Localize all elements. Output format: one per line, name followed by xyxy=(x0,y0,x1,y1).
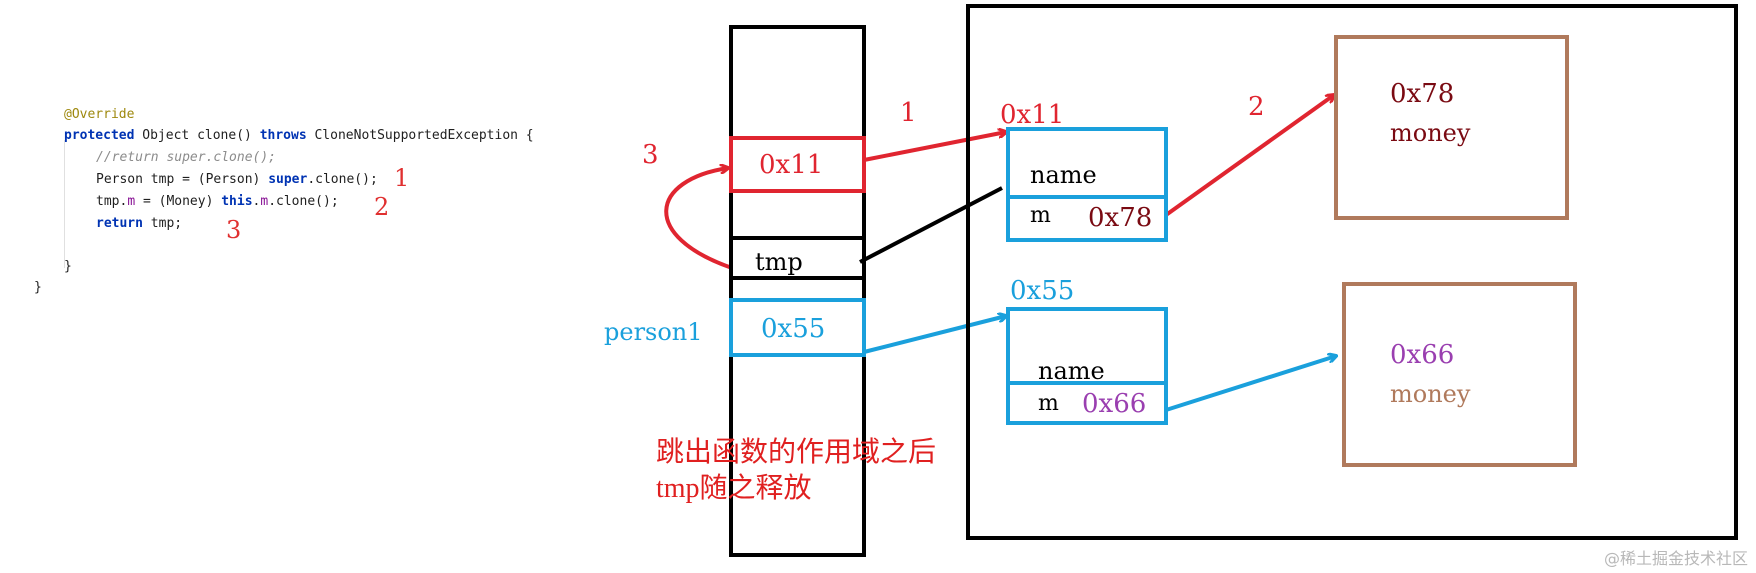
obj-tmp-field-name: name xyxy=(1030,161,1097,189)
code-text: tmp; xyxy=(142,216,183,231)
kw-throws: throws xyxy=(259,128,307,143)
stack-slot-person1: 0x55 xyxy=(729,298,866,357)
obj-tmp-field-m: m xyxy=(1030,203,1051,228)
arrow-1-stack-to-obj-tmp xyxy=(863,132,1006,162)
code-text: . xyxy=(252,194,261,209)
obj-tmp-address: 0x11 xyxy=(1000,100,1065,130)
obj-tmp-m-value: 0x78 xyxy=(1088,203,1153,233)
arrow-3-tmp-to-slot xyxy=(664,168,733,270)
line-tmp-to-obj xyxy=(859,186,1003,264)
stack-slot-tmp-name: tmp xyxy=(755,248,803,276)
arrow-label-1: 1 xyxy=(900,98,917,128)
code-signature: protected Object clone() throws CloneNot… xyxy=(64,128,534,144)
money-new-address: 0x78 xyxy=(1390,79,1455,109)
code-step-1: 1 xyxy=(394,164,410,192)
arrow-person1-to-obj xyxy=(863,316,1006,354)
obj-person1-address: 0x55 xyxy=(1010,276,1075,306)
code-indent-guide xyxy=(64,140,65,268)
stack-slot-person1-address: 0x55 xyxy=(761,314,826,344)
obj-person1-divider xyxy=(1006,381,1168,385)
arrow-label-2: 2 xyxy=(1248,92,1265,122)
code-close-inner: } xyxy=(64,259,72,274)
code-text: tmp. xyxy=(96,194,128,209)
code-step-2: 2 xyxy=(374,193,390,221)
money-new-box: 0x78 money xyxy=(1334,35,1569,220)
note-line-1: 跳出函数的作用域之后 xyxy=(656,437,937,468)
code-text: Person tmp = (Person) xyxy=(96,172,269,187)
code-text: CloneNotSupportedException { xyxy=(306,128,534,143)
kw-super: super xyxy=(268,172,308,187)
money-old-label: money xyxy=(1390,380,1471,408)
code-text: .clone(); xyxy=(268,194,339,209)
obj-person1-m-value: 0x66 xyxy=(1082,389,1147,419)
obj-person1-field-name: name xyxy=(1038,357,1105,385)
obj-person1-field-m: m xyxy=(1038,391,1059,416)
kw-return: return xyxy=(96,216,143,231)
money-old-address: 0x66 xyxy=(1390,340,1455,370)
code-line-m: tmp.m = (Money) this.m.clone(); xyxy=(96,194,339,210)
obj-tmp-box: name m 0x78 xyxy=(1006,127,1168,242)
field-m: m xyxy=(127,194,136,209)
code-text: Object clone() xyxy=(134,128,260,143)
arrow-m-to-money-old xyxy=(1165,356,1336,412)
stack-slot-tmp-value: 0x11 xyxy=(729,136,866,193)
note-line-2: tmp随之释放 xyxy=(656,473,812,504)
stack-slot-tmp-name-box: tmp xyxy=(729,236,866,280)
code-close-outer: } xyxy=(34,280,42,295)
person1-label: person1 xyxy=(604,318,703,346)
arrow-label-3: 3 xyxy=(642,140,659,170)
heap-frame xyxy=(966,4,1738,540)
field-m: m xyxy=(260,194,269,209)
code-annotation: @Override xyxy=(64,107,135,122)
code-text: .clone(); xyxy=(307,172,378,187)
code-line-tmp: Person tmp = (Person) super.clone(); xyxy=(96,172,378,188)
money-old-box: 0x66 money xyxy=(1342,282,1577,467)
watermark: @稀土掘金技术社区 xyxy=(1603,549,1748,568)
obj-tmp-divider xyxy=(1006,195,1168,199)
kw-protected: protected xyxy=(64,128,135,143)
code-step-3: 3 xyxy=(226,216,242,244)
arrow-2-m-to-money-new xyxy=(1164,95,1334,217)
obj-person1-box: name m 0x66 xyxy=(1006,307,1168,425)
code-line-return: return tmp; xyxy=(96,216,182,232)
kw-this: this xyxy=(221,194,253,209)
stack-frame xyxy=(729,25,866,557)
money-new-label: money xyxy=(1390,119,1471,147)
code-comment: //return super.clone(); xyxy=(96,150,277,165)
code-text: = (Money) xyxy=(135,194,222,209)
stack-slot-tmp-address: 0x11 xyxy=(759,150,824,180)
